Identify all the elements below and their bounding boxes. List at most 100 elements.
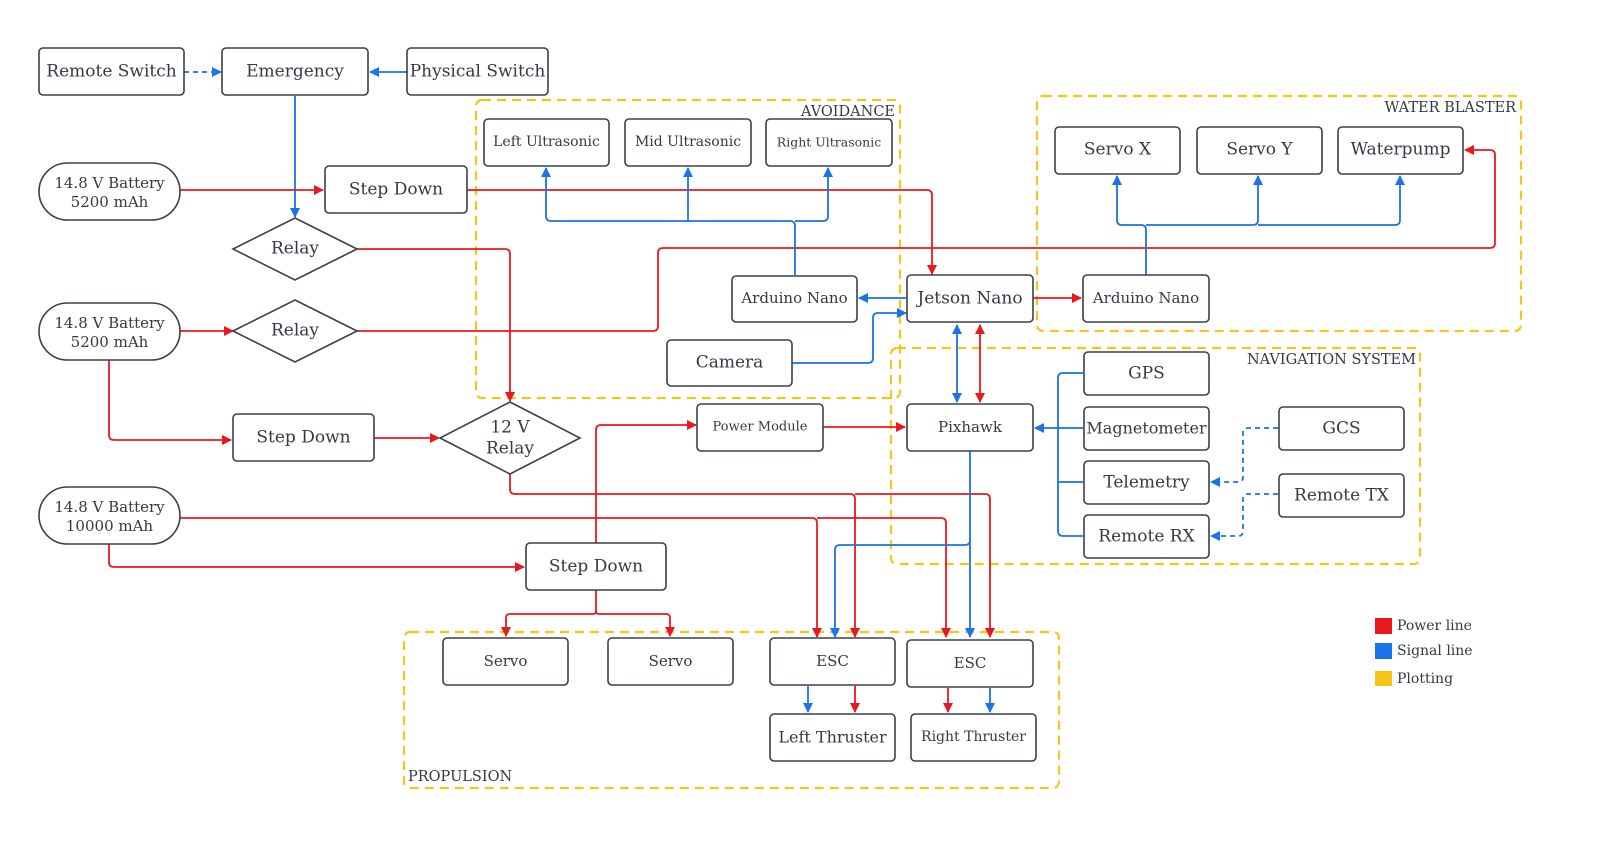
node-right-ultrasonic[interactable]: Right Ultrasonic <box>765 118 893 167</box>
node-arduino-nano-avoidance-box[interactable] <box>731 275 858 323</box>
node-battery-1[interactable]: 14.8 V Battery 5200 mAh <box>38 162 181 221</box>
node-power-module[interactable]: Power Module <box>696 403 824 452</box>
node-arduino-nano-avoidance[interactable]: Arduino Nano <box>731 275 858 323</box>
node-battery-3-label-1: 14.8 V Battery <box>54 498 165 516</box>
node-physical-switch-box[interactable] <box>406 47 549 96</box>
node-jetson-nano[interactable]: Jetson Nano <box>906 274 1034 323</box>
node-battery-3-box[interactable] <box>38 486 181 545</box>
edge-arduino-water-to-servo-y <box>1146 175 1263 226</box>
node-waterpump-box[interactable] <box>1337 126 1464 175</box>
node-telemetry-label: Telemetry <box>1103 473 1190 493</box>
node-step-down-1[interactable]: Step Down <box>324 165 468 214</box>
node-esc-right-box[interactable] <box>906 639 1034 688</box>
group-navigation: NAVIGATION SYSTEM <box>889 346 1422 566</box>
node-step-down-3-box[interactable] <box>525 542 667 591</box>
node-left-thruster-box[interactable] <box>769 713 896 762</box>
node-waterpump[interactable]: Waterpump <box>1337 126 1464 175</box>
node-step-down-2-box[interactable] <box>232 413 375 462</box>
node-remote-tx[interactable]: Remote TX <box>1278 473 1405 518</box>
node-left-ultrasonic-box[interactable] <box>483 118 610 167</box>
node-12v-relay-diamond[interactable] <box>438 401 582 475</box>
node-relay-1[interactable]: Relay <box>231 217 359 281</box>
node-battery-2-label-2: 5200 mAh <box>71 333 149 351</box>
node-right-ultrasonic-label: Right Ultrasonic <box>777 135 881 150</box>
node-physical-switch-label: Physical Switch <box>410 62 546 82</box>
node-esc-left-box[interactable] <box>769 637 896 686</box>
node-telemetry[interactable]: Telemetry <box>1083 460 1210 505</box>
node-emergency[interactable]: Emergency <box>221 47 369 96</box>
node-gps-box[interactable] <box>1083 351 1210 396</box>
node-relay-2-diamond[interactable] <box>231 299 359 363</box>
node-right-thruster-box[interactable] <box>910 713 1037 762</box>
node-mid-ultrasonic[interactable]: Mid Ultrasonic <box>624 118 752 167</box>
node-servo-y-box[interactable] <box>1196 126 1323 175</box>
node-esc-right[interactable]: ESC <box>906 639 1034 688</box>
node-remote-switch-box[interactable] <box>38 47 185 96</box>
node-remote-rx-box[interactable] <box>1083 514 1210 559</box>
node-emergency-box[interactable] <box>221 47 369 96</box>
node-step-down-2[interactable]: Step Down <box>232 413 375 462</box>
node-battery-1-box[interactable] <box>38 162 181 221</box>
node-power-module-box[interactable] <box>696 403 824 452</box>
node-step-down-1-box[interactable] <box>324 165 468 214</box>
node-right-ultrasonic-box[interactable] <box>765 118 893 167</box>
node-magnetometer[interactable]: Magnetometer <box>1083 406 1210 451</box>
node-gcs[interactable]: GCS <box>1278 406 1405 451</box>
node-mid-ultrasonic-label: Mid Ultrasonic <box>635 134 741 150</box>
node-camera[interactable]: Camera <box>666 339 793 387</box>
node-battery-3[interactable]: 14.8 V Battery 10000 mAh <box>38 486 181 545</box>
node-power-module-label: Power Module <box>713 420 808 435</box>
node-physical-switch[interactable]: Physical Switch <box>406 47 549 96</box>
node-jetson-nano-box[interactable] <box>906 274 1034 323</box>
edges <box>108 67 1496 713</box>
group-propulsion-border <box>402 630 1061 790</box>
group-navigation-label: NAVIGATION SYSTEM <box>1247 352 1416 368</box>
node-gcs-label: GCS <box>1322 419 1360 439</box>
node-magnetometer-box[interactable] <box>1083 406 1210 451</box>
node-mid-ultrasonic-box[interactable] <box>624 118 752 167</box>
edge-step-down-to-power-module <box>595 420 697 543</box>
node-servo-x-box[interactable] <box>1054 126 1181 175</box>
edge-remote-tx-to-remote-rx <box>1210 493 1278 541</box>
node-telemetry-box[interactable] <box>1083 460 1210 505</box>
node-left-ultrasonic-label: Left Ultrasonic <box>493 134 600 150</box>
group-water-blaster: WATER BLASTER <box>1035 94 1523 333</box>
node-step-down-3[interactable]: Step Down <box>525 542 667 591</box>
node-camera-box[interactable] <box>666 339 793 387</box>
node-esc-left[interactable]: ESC <box>769 637 896 686</box>
node-left-ultrasonic[interactable]: Left Ultrasonic <box>483 118 610 167</box>
node-battery-2-box[interactable] <box>38 302 181 361</box>
legend-item-signal: Signal line <box>1375 643 1473 659</box>
node-battery-2[interactable]: 14.8 V Battery 5200 mAh <box>38 302 181 361</box>
node-arduino-nano-water-box[interactable] <box>1082 274 1210 323</box>
edge-relay-to-waterpump <box>357 145 1496 332</box>
node-left-thruster[interactable]: Left Thruster <box>769 713 896 762</box>
node-remote-switch[interactable]: Remote Switch <box>38 47 185 96</box>
node-servo-1-box[interactable] <box>442 637 569 686</box>
node-relay-1-diamond[interactable] <box>231 217 359 281</box>
node-relay-2[interactable]: Relay <box>231 299 359 363</box>
edge-12v-relay-to-esc-left <box>509 470 860 638</box>
node-right-thruster[interactable]: Right Thruster <box>910 713 1037 762</box>
node-arduino-nano-water[interactable]: Arduino Nano <box>1082 274 1210 323</box>
node-servo-y[interactable]: Servo Y <box>1196 126 1323 175</box>
node-servo-2-label: Servo <box>649 652 693 670</box>
node-pixhawk-box[interactable] <box>906 403 1034 452</box>
node-battery-1-label-2: 5200 mAh <box>71 193 149 211</box>
node-servo-x[interactable]: Servo X <box>1054 126 1181 175</box>
node-servo-1[interactable]: Servo <box>442 637 569 686</box>
node-gcs-box[interactable] <box>1278 406 1405 451</box>
node-gps[interactable]: GPS <box>1083 351 1210 396</box>
node-remote-rx[interactable]: Remote RX <box>1083 514 1210 559</box>
node-12v-relay[interactable]: 12 V Relay <box>438 401 582 475</box>
legend-label-plotting: Plotting <box>1397 671 1453 687</box>
node-pixhawk[interactable]: Pixhawk <box>906 403 1034 452</box>
node-emergency-label: Emergency <box>246 62 344 82</box>
node-remote-tx-box[interactable] <box>1278 473 1405 518</box>
nodes: Remote Switch Emergency Physical Switch … <box>38 47 1464 762</box>
group-propulsion: PROPULSION <box>402 630 1061 790</box>
node-servo-2[interactable]: Servo <box>607 637 734 686</box>
node-servo-2-box[interactable] <box>607 637 734 686</box>
edge-battery3-to-esc-left <box>180 517 822 638</box>
node-battery-3-label-2: 10000 mAh <box>66 517 154 535</box>
